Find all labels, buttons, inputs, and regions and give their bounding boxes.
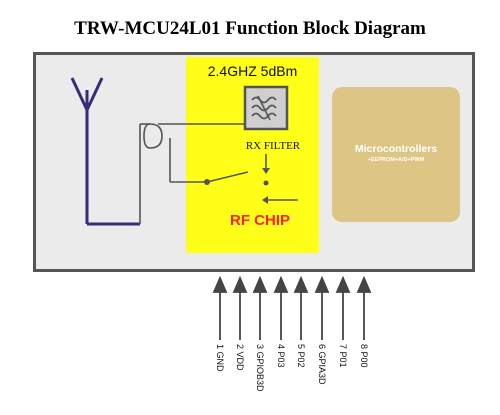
rf-signal-wires xyxy=(139,123,298,224)
rf-chip-label: RF CHIP xyxy=(230,212,290,229)
diagram-title: TRW-MCU24L01 Function Block Diagram xyxy=(74,18,426,39)
pin-arrow-4 xyxy=(273,275,289,340)
pin-label-3: 3 GPIOB3D xyxy=(255,344,265,392)
pin-arrow-5 xyxy=(293,275,309,340)
switch-contact xyxy=(263,180,269,186)
pin-label-8: 8 P00 xyxy=(359,344,369,368)
pin-arrow-7 xyxy=(335,275,351,340)
pin-arrow-8 xyxy=(356,275,372,340)
pin-label-2: 2 VDD xyxy=(235,344,245,371)
switch-arrow-icon xyxy=(262,168,270,174)
rx-filter-label: RX FILTER xyxy=(245,140,301,152)
antenna-icon xyxy=(70,77,140,226)
pin-label-5: 5 P02 xyxy=(296,344,306,368)
mcu-subtitle: +EEPROM+A/D+PWM xyxy=(367,157,425,163)
pin-arrow-2 xyxy=(232,275,248,340)
rx-filter-icon xyxy=(243,85,289,131)
pin-label-4: 4 P03 xyxy=(276,344,286,368)
pin-label-7: 7 P01 xyxy=(338,344,348,368)
tx-arrow-icon xyxy=(262,196,268,204)
mcu-title: Microcontrollers xyxy=(354,143,438,155)
frequency-label: 2.4GHZ 5dBm xyxy=(207,63,298,79)
microcontroller-block xyxy=(332,87,460,222)
pin-arrow-3 xyxy=(252,275,268,340)
switch-node xyxy=(204,179,210,185)
pin-label-1: 1 GND xyxy=(215,344,225,372)
pin-label-6: 6 GPIA3D xyxy=(317,344,327,385)
pin-arrow-6 xyxy=(314,275,330,340)
pin-arrow-1 xyxy=(212,275,228,340)
pin-arrows xyxy=(212,275,372,340)
